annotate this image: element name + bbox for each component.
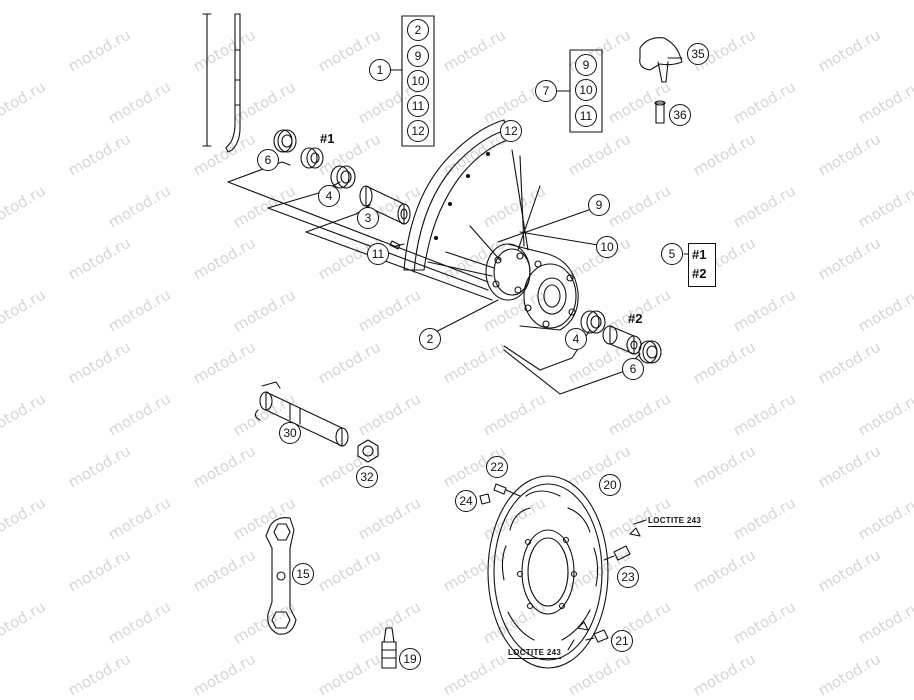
callout-30: 30 <box>279 422 301 444</box>
loctite-label-lower: LOCTITE 243 <box>508 648 562 659</box>
callout-15: 15 <box>292 563 314 585</box>
callout-35: 35 <box>687 43 709 65</box>
callout-19: 19 <box>399 648 421 670</box>
group-5-box: #1 #2 <box>688 243 716 287</box>
callout-4-bottom: 4 <box>565 328 587 350</box>
callout-2-list: 2 <box>407 19 429 41</box>
spacer-top <box>300 147 324 169</box>
front-axle <box>254 381 349 447</box>
spacer-bottom <box>602 325 642 355</box>
callout-7: 7 <box>535 80 557 102</box>
seal-bottom <box>638 340 662 364</box>
spoke-nipple <box>389 240 401 250</box>
tag-5-hash1: #1 <box>692 247 707 262</box>
callout-2-hub: 2 <box>419 328 441 350</box>
hub <box>485 243 579 331</box>
callout-10b: 10 <box>575 79 597 101</box>
callout-12-list: 12 <box>407 120 429 142</box>
callout-9b: 9 <box>575 54 597 76</box>
callout-11-list: 11 <box>407 95 429 117</box>
callout-32: 32 <box>356 466 378 488</box>
brake-disc <box>487 475 609 669</box>
bearing-top <box>330 165 356 189</box>
leader-lines <box>227 161 643 395</box>
callout-10-list: 10 <box>407 70 429 92</box>
callout-5: 5 <box>661 243 683 265</box>
spanner-wrench <box>265 517 297 635</box>
spoke-rod <box>202 13 241 153</box>
distance-sleeve <box>359 185 411 225</box>
callout-6-top: 6 <box>257 149 279 171</box>
callout-9-list: 9 <box>407 45 429 67</box>
callout-23: 23 <box>617 566 639 588</box>
seal-top <box>273 129 297 153</box>
axle-nut <box>357 439 379 463</box>
group-1-bracket <box>390 15 435 147</box>
callout-24: 24 <box>455 490 477 512</box>
group-7-bracket <box>556 49 603 133</box>
callout-10-spoke: 10 <box>596 236 618 258</box>
callout-3: 3 <box>357 207 379 229</box>
callout-6-bottom: 6 <box>622 358 644 380</box>
loctite-label-upper: LOCTITE 243 <box>648 516 702 527</box>
valve-stem <box>654 100 666 124</box>
valve-cap <box>639 37 683 83</box>
callout-4-top: 4 <box>318 185 340 207</box>
callout-11b: 11 <box>575 105 597 127</box>
callout-20: 20 <box>599 474 621 496</box>
rim <box>403 119 509 273</box>
tag-hash2: #2 <box>628 311 643 326</box>
callout-11-nipple: 11 <box>367 243 389 265</box>
loctite-tube <box>381 627 397 669</box>
callout-22: 22 <box>486 456 508 478</box>
callout-1: 1 <box>369 59 391 81</box>
callout-9-spoke: 9 <box>588 194 610 216</box>
tag-hash1: #1 <box>320 131 335 146</box>
tag-5-hash2: #2 <box>692 266 707 281</box>
callout-36: 36 <box>669 104 691 126</box>
disc-bolts <box>479 483 647 651</box>
callout-12-rim: 12 <box>500 120 522 142</box>
spokes <box>427 149 541 277</box>
callout-21: 21 <box>611 630 633 652</box>
bearing-bottom <box>580 310 606 334</box>
